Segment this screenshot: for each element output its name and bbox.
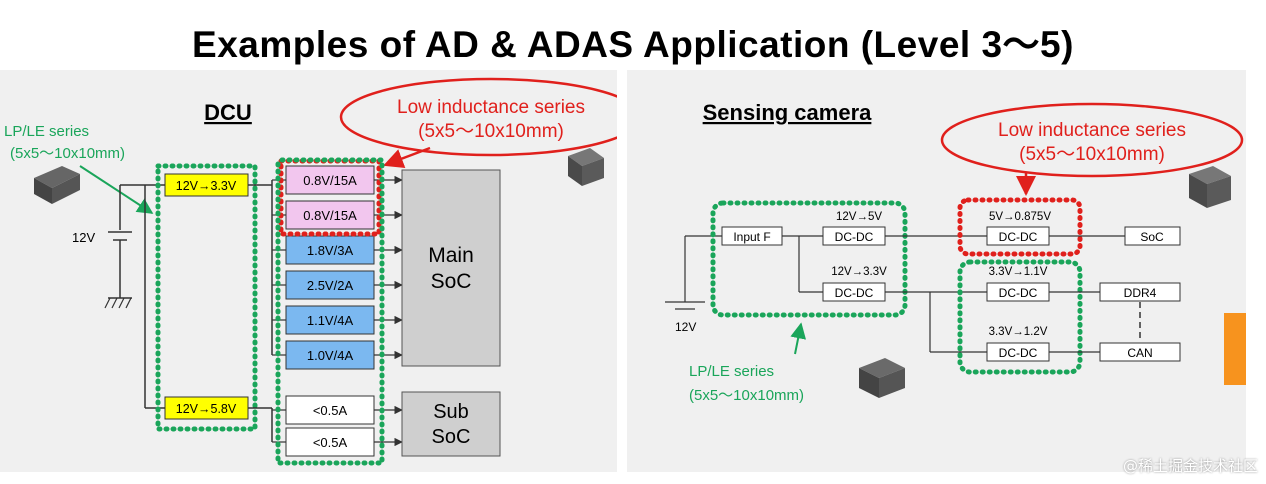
- rail-label: 1.0V/4A: [307, 348, 354, 363]
- page-title: Examples of AD & ADAS Application (Level…: [192, 24, 1074, 65]
- callout-arrow: [383, 146, 431, 168]
- dcdc-1v2-label: DC-DC: [999, 346, 1038, 360]
- dcdc-3v3-label: DC-DC: [835, 286, 874, 300]
- sub-soc-line2: SoC: [432, 426, 471, 448]
- rail-box: [285, 427, 375, 457]
- rail-label: 0.8V/15A: [303, 208, 357, 223]
- camera-lp-le-arrow: [790, 322, 807, 355]
- conv-3v3-1v2: 3.3V→1.2V: [989, 326, 1048, 338]
- lp-le-outline: [155, 163, 258, 432]
- inductor-icon-2: [568, 148, 604, 186]
- rail-label: 0.8V/15A: [303, 173, 357, 188]
- camera-callout-line1: Low inductance series: [998, 120, 1186, 141]
- orange-tab: [1224, 313, 1246, 385]
- load-ddr4-label: DDR4: [1124, 286, 1157, 300]
- conv-5v-0v875: 5V→0.875V: [989, 211, 1051, 223]
- dcu-diagram: DCU Low inductance series (5x5～10x10mm) …: [4, 77, 617, 466]
- sub-soc-line1: Sub: [433, 401, 469, 423]
- watermark: @稀土掘金技术社区: [1122, 457, 1258, 475]
- sub-soc: [401, 391, 501, 457]
- load-can-label: CAN: [1127, 346, 1152, 360]
- load-can: [1099, 342, 1181, 362]
- camera-panel: Sensing camera Low inductance series (5x…: [627, 70, 1246, 472]
- rail-box: [285, 395, 375, 425]
- dcu-panel: DCU Low inductance series (5x5～10x10mm) …: [0, 70, 617, 472]
- rail-label: 1.1V/4A: [307, 313, 354, 328]
- dcu-input-voltage: 12V: [72, 230, 95, 245]
- rail-box: [285, 235, 375, 265]
- callout-line2: (5x5～10x10mm): [418, 121, 564, 142]
- callout-line1: Low inductance series: [397, 97, 585, 118]
- rail-box: [285, 200, 375, 230]
- dcdc-5v-label: DC-DC: [835, 230, 874, 244]
- input-filter-label: Input F: [733, 230, 770, 244]
- camera-lp-le-outline: [710, 200, 908, 318]
- camera-diagram: Sensing camera Low inductance series (5x…: [665, 100, 1246, 404]
- converter-3v3-label: 12V→3.3V: [176, 179, 237, 193]
- conv-3v3-1v1: 3.3V→1.1V: [989, 266, 1048, 278]
- inductor-icon-2: [859, 358, 905, 398]
- lp-le-arrow: [79, 165, 154, 214]
- dcdc-1v1-label: DC-DC: [999, 286, 1038, 300]
- converter-5v8-label: 12V→5.8V: [176, 402, 237, 416]
- camera-lp-le-size: (5x5～10x10mm): [689, 387, 804, 404]
- camera-lp-le-label: LP/LE series: [689, 363, 774, 380]
- rail-label: <0.5A: [313, 435, 348, 450]
- lp-le-size: (5x5～10x10mm): [10, 145, 125, 162]
- rails-outline: [275, 157, 385, 466]
- dcu-heading: DCU: [204, 100, 252, 125]
- rail-box: [285, 305, 375, 335]
- camera-input-voltage: 12V: [675, 320, 696, 334]
- inductor-icon: [1189, 166, 1231, 208]
- load-ddr4: [1099, 282, 1181, 302]
- lp-le-label: LP/LE series: [4, 123, 89, 140]
- main-soc: [401, 169, 501, 367]
- rail-box: [285, 340, 375, 370]
- camera-low-inductance-outline: [957, 197, 1083, 257]
- rail-list: 0.8V/15A 0.8V/15A 1.8V/3A 2.5V/2A 1.1V/4…: [272, 165, 403, 457]
- load-soc-label: SoC: [1140, 230, 1164, 244]
- conv-12v-3v3: 12V→3.3V: [831, 266, 887, 278]
- camera-heading: Sensing camera: [703, 100, 873, 125]
- dcdc-0v875-label: DC-DC: [999, 230, 1038, 244]
- camera-callout-ellipse: [940, 102, 1244, 178]
- inductor-icon: [34, 166, 80, 204]
- rail-label: 2.5V/2A: [307, 278, 354, 293]
- main-soc-line1: Main: [428, 244, 474, 267]
- camera-stage2-outline: [957, 259, 1083, 375]
- camera-callout-line2: (5x5～10x10mm): [1019, 144, 1165, 165]
- main-soc-line2: SoC: [431, 270, 472, 293]
- rail-box: [285, 165, 375, 195]
- callout-ellipse: [339, 77, 617, 157]
- conv-12v-5v: 12V→5V: [836, 211, 882, 223]
- rail-label: 1.8V/3A: [307, 243, 354, 258]
- rail-label: <0.5A: [313, 403, 348, 418]
- load-soc: [1124, 226, 1181, 246]
